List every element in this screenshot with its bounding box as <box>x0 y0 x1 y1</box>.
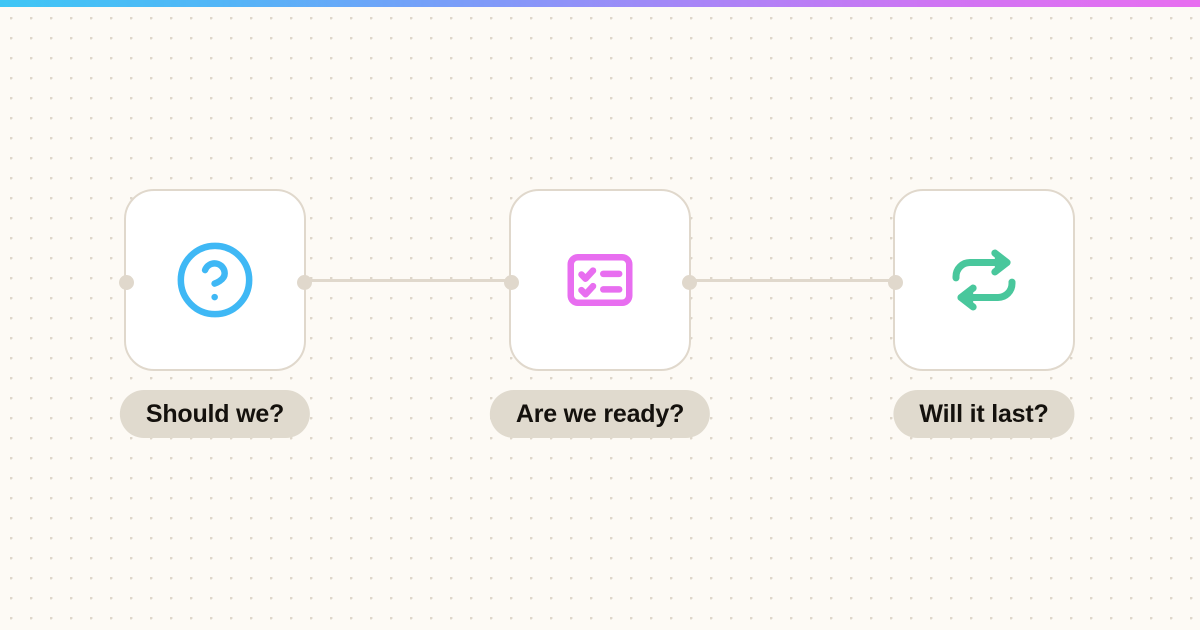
node-port-right[interactable] <box>296 274 312 290</box>
node-port-left[interactable] <box>118 274 134 290</box>
question-circle-icon <box>174 239 256 321</box>
repeat-loop-icon <box>942 238 1026 322</box>
checklist-icon <box>561 241 639 319</box>
node-card-will-it-last[interactable] <box>887 189 1075 371</box>
top-gradient-bar <box>0 0 1200 7</box>
node-label-are-we-ready: Are we ready? <box>489 390 711 438</box>
node-port-left[interactable] <box>887 274 903 290</box>
node-are-we-ready[interactable]: Are we ready? <box>489 189 711 438</box>
connector-1 <box>306 278 510 282</box>
node-label-should-we: Should we? <box>119 390 311 438</box>
node-label-will-it-last: Will it last? <box>893 390 1075 438</box>
node-port-left[interactable] <box>503 274 519 290</box>
node-port-right[interactable] <box>681 274 697 290</box>
node-should-we[interactable]: Should we? <box>118 189 312 438</box>
flow-diagram: Should we? Are we ready? <box>0 189 1200 439</box>
node-card-should-we[interactable] <box>118 189 312 371</box>
connector-2 <box>691 278 893 282</box>
node-will-it-last[interactable]: Will it last? <box>887 189 1075 438</box>
node-card-are-we-ready[interactable] <box>503 189 697 371</box>
